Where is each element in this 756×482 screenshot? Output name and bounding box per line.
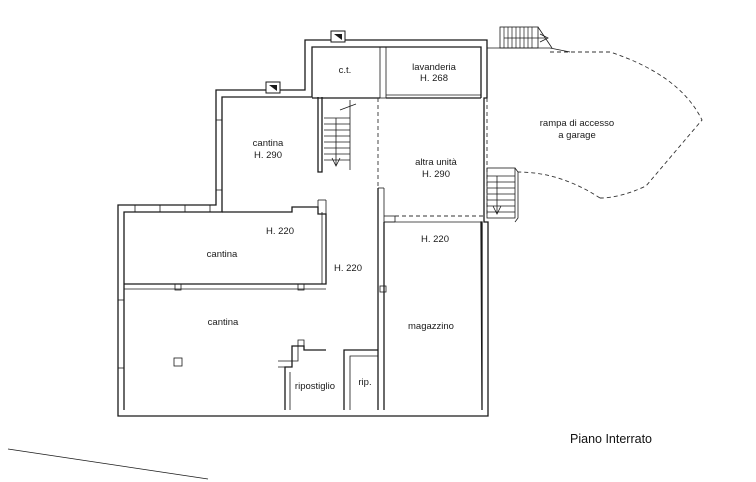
site-boundary-line xyxy=(7,448,209,480)
external-stair-right xyxy=(486,167,519,223)
interior-walls xyxy=(124,46,482,410)
room-altra-unita-label: altra unità xyxy=(415,157,457,168)
internal-stair xyxy=(324,103,357,167)
room-magazzino-label: magazzino xyxy=(408,321,454,332)
room-labels: c.t. lavanderia H. 268 cantina H. 290 al… xyxy=(207,62,615,392)
room-lavanderia-height: H. 268 xyxy=(420,73,448,84)
room-cantina-upper-label: cantina xyxy=(253,138,284,149)
external-stair-top xyxy=(487,26,571,53)
room-cantina-low-label: cantina xyxy=(208,317,239,328)
room-rip-label: rip. xyxy=(358,377,371,388)
corridor-height: H. 220 xyxy=(334,263,362,274)
ramp-label-line1: rampa di accesso xyxy=(540,118,614,129)
room-cantina-upper-height: H. 290 xyxy=(254,150,282,161)
room-cantina-mid-label: cantina xyxy=(207,249,238,260)
room-altra-unita-height: H. 290 xyxy=(422,169,450,180)
outer-walls xyxy=(117,39,489,417)
ramp-label-line2: a garage xyxy=(558,130,596,141)
chimney-flue-icon xyxy=(265,30,346,94)
room-lavanderia-label: lavanderia xyxy=(412,62,457,73)
room-magazzino-height: H. 220 xyxy=(421,234,449,245)
room-ct-label: c.t. xyxy=(339,65,352,76)
plan-title: Piano Interrato xyxy=(570,432,652,446)
room-ripostiglio-label: ripostiglio xyxy=(295,381,335,392)
room-cantina-mid-height: H. 220 xyxy=(266,226,294,237)
